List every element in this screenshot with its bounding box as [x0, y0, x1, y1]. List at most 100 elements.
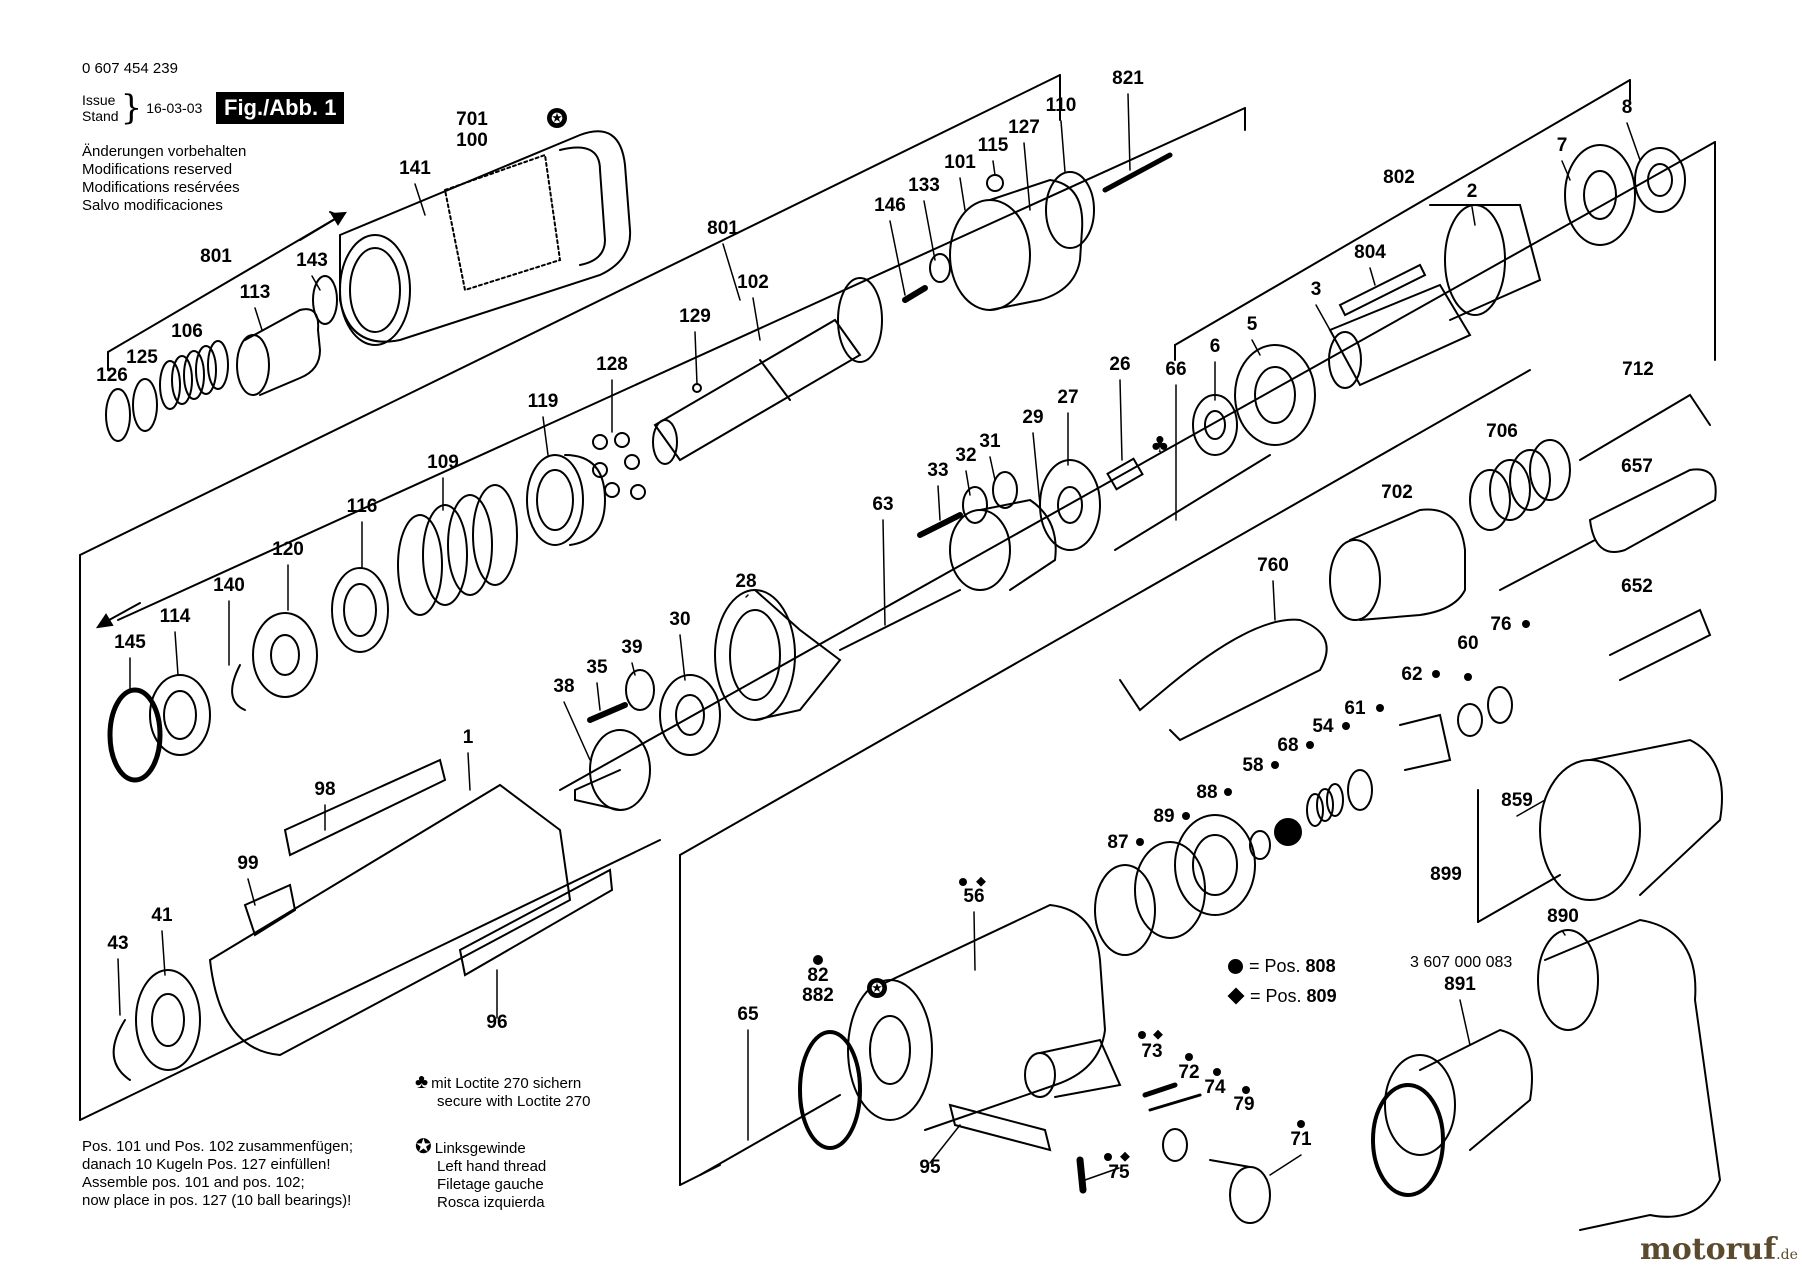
part-label-120: 120: [272, 539, 304, 560]
part-label-87: 87: [1107, 832, 1128, 853]
part-label-73: 73: [1141, 1041, 1162, 1062]
part-ring-125: [132, 378, 158, 432]
part-label-41: 41: [151, 905, 173, 926]
issue-label: Issue: [82, 92, 116, 108]
left-thread-note: ✪Linksgewinde Left hand thread Filetage …: [415, 1136, 547, 1212]
part-housing-1: [208, 783, 572, 1057]
part-clip-87: [1094, 864, 1156, 956]
part-pin-146: [902, 285, 928, 303]
loctite-icon: ♣: [415, 1071, 429, 1093]
part-label-5: 5: [1247, 314, 1258, 335]
left-thread-line: Rosca izquierda: [437, 1194, 545, 1211]
part-label-106: 106: [171, 321, 203, 342]
part-button-71: [1209, 1159, 1271, 1224]
part-label-54: 54: [1312, 716, 1334, 737]
loctite-line: secure with Loctite 270: [437, 1093, 591, 1110]
part-label-8: 8: [1622, 97, 1633, 118]
part-label-75: 75: [1108, 1162, 1130, 1183]
part-label-99: 99: [237, 853, 258, 874]
part-number: 0 607 454 239: [82, 60, 178, 77]
part-nipple-652: [1609, 608, 1712, 681]
part-label-706: 706: [1486, 421, 1518, 442]
part-label-74: 74: [1204, 1077, 1226, 1098]
part-label-66: 66: [1165, 359, 1186, 380]
part-adapter-891: [1384, 1028, 1533, 1156]
part-screwdriver-657: [1499, 468, 1717, 591]
part-oring-58: [1249, 830, 1271, 860]
part-shell-95: [948, 1103, 1052, 1152]
left-thread-line: Filetage gauche: [437, 1176, 544, 1193]
part-screw-62: [1399, 713, 1452, 771]
part-label-109: 109: [427, 452, 459, 473]
svg-text:✪: ✪: [551, 111, 563, 127]
loctite-line: mit Loctite 270 sichern: [431, 1075, 582, 1092]
part-label-2: 2: [1467, 181, 1478, 202]
part-oring-61: [1347, 769, 1373, 811]
disclaimer-line: Modifications reserved: [82, 161, 233, 178]
part-label-801: 801: [707, 218, 739, 239]
part-cap-41: [135, 969, 201, 1071]
legend-diamond: = Pos. 809: [1227, 986, 1337, 1007]
leader-lines: [117, 93, 1641, 1181]
part-ball-68: [1274, 818, 1302, 846]
part-label-133: 133: [908, 175, 940, 196]
part-bearing-30: [659, 674, 721, 756]
part-ring-116: [331, 567, 389, 653]
part-label-39: 39: [621, 637, 642, 658]
part-label-115: 115: [978, 135, 1009, 156]
part-label-116: 116: [347, 496, 378, 517]
part-label-88: 88: [1196, 782, 1217, 803]
legend-diamond-text: = Pos.: [1250, 986, 1302, 1006]
part-ring-126: [105, 388, 131, 442]
part-label-652: 652: [1621, 576, 1653, 597]
part-label-702: 702: [1381, 482, 1413, 503]
disclaimer: Änderungen vorbehalten Modifications res…: [82, 143, 246, 215]
arrow-icon: [299, 211, 347, 241]
part-cover-859: [1539, 738, 1723, 901]
part-label-125: 125: [126, 347, 158, 368]
part-label-891: 891: [1444, 974, 1476, 995]
part-pin-821: [1102, 152, 1173, 193]
part-label-60: 60: [1457, 633, 1478, 654]
part-label-99: [243, 883, 297, 937]
part-label-760: 760: [1257, 555, 1289, 576]
legend-dot-text: = Pos.: [1249, 956, 1301, 976]
part-valve-housing-56: [847, 903, 1107, 1131]
part-label-43: 43: [107, 933, 128, 954]
part-label-113: 113: [240, 282, 271, 303]
assembly-line: now place in pos. 127 (10 ball bearings)…: [82, 1192, 352, 1209]
left-thread-icon: ✪: [415, 1136, 432, 1158]
part-hex-key-712: [1579, 393, 1711, 461]
dot-icon: [1228, 959, 1243, 974]
part-adapter-702: [1329, 508, 1466, 621]
part-label-98: 98: [314, 779, 335, 800]
watermark[interactable]: motoruf.de: [1640, 1232, 1798, 1267]
legend-dot-pos: 808: [1305, 956, 1336, 976]
marker-symbols: [813, 620, 1530, 1162]
figure-label: Fig./Abb. 1: [216, 92, 345, 124]
watermark-tld: .de: [1776, 1247, 1798, 1263]
part-label-29: 29: [1022, 407, 1043, 428]
part-label-28: 28: [735, 571, 756, 592]
left-thread-line: Left hand thread: [437, 1158, 547, 1175]
svg-text:♣: ♣: [1150, 433, 1170, 458]
part-label-127: 127: [1008, 117, 1040, 138]
left-thread-icon: ✪: [547, 108, 567, 128]
part-shaft-102: [652, 277, 883, 465]
part-label-96: 96: [486, 1012, 507, 1033]
part-blade-804: [1338, 263, 1427, 317]
part-sleeve-119: [526, 454, 607, 546]
part-label-30: 30: [669, 609, 690, 630]
diamond-icon: [1227, 987, 1245, 1005]
part-label-657: 657: [1621, 456, 1653, 477]
part-balls-128: [592, 432, 646, 500]
issue-date: 16-03-03: [146, 100, 203, 116]
part-pin-35: [587, 702, 628, 723]
part-gear-32: [962, 486, 988, 524]
part-label-146: 146: [874, 195, 906, 216]
part-label-114: 114: [160, 606, 191, 627]
part-spring-706: [1469, 439, 1571, 531]
part-sleeve-101: [949, 178, 1084, 311]
part-ring-110: [1045, 171, 1095, 249]
group-bracket-801: [79, 74, 1061, 776]
